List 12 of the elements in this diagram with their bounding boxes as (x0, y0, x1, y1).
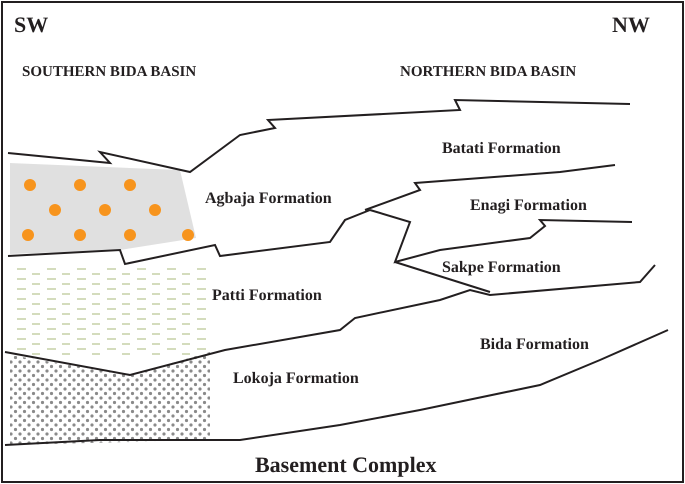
formation-label: Batati Formation (442, 140, 561, 158)
formation-label: Sakpe Formation (442, 259, 561, 277)
formation-label: Enagi Formation (470, 197, 587, 215)
region-label: NORTHERN BIDA BASIN (400, 64, 576, 81)
formation-label: Lokoja Formation (233, 370, 359, 388)
direction-label: NW (612, 12, 650, 38)
region-label: SOUTHERN BIDA BASIN (22, 64, 196, 81)
formation-label: Patti Formation (212, 287, 322, 305)
direction-label: SW (14, 12, 48, 38)
formation-label: Bida Formation (480, 336, 589, 354)
formation-label: Agbaja Formation (205, 190, 332, 208)
formation-label: Basement Complex (255, 452, 436, 478)
